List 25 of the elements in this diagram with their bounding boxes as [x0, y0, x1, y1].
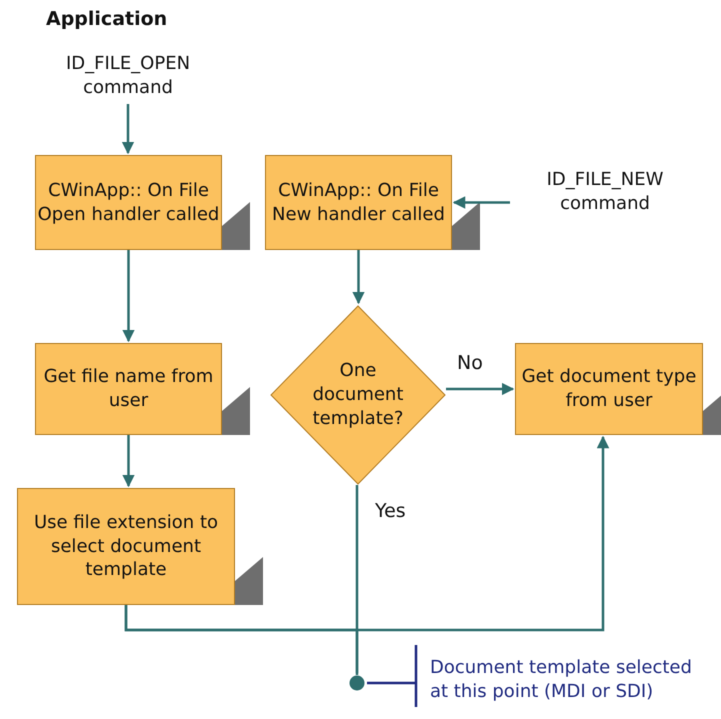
leader-line — [366, 644, 418, 708]
arrow — [352, 250, 365, 304]
annotation-text: Document template selected at this point (MDI or SDI) — [430, 656, 693, 704]
decision-diamond — [270, 305, 446, 485]
arrow — [124, 436, 610, 632]
arrow — [452, 196, 510, 209]
process-box — [265, 155, 452, 250]
arrow — [446, 382, 514, 396]
process-box — [17, 488, 235, 605]
command-label: ID_FILE_OPEN command — [64, 52, 192, 100]
command-label: ID_FILE_NEW command — [546, 168, 664, 216]
node-label: Get document type from user — [520, 365, 698, 413]
arrow — [122, 435, 135, 488]
process-box — [35, 155, 222, 250]
node-label: Use file extension to select document template — [32, 510, 220, 582]
process-box — [515, 343, 703, 435]
arrow — [122, 250, 135, 342]
junction-dot — [349, 675, 365, 691]
node-label: Get file name from user — [42, 365, 214, 413]
arrow — [122, 104, 134, 154]
node-label: CWinApp:: On File New handler called — [271, 178, 446, 226]
process-box — [35, 343, 222, 435]
node-label: CWinApp:: On File Open handler called — [36, 178, 220, 226]
node-label: One document template? — [312, 359, 404, 431]
heading: Application — [46, 8, 168, 30]
